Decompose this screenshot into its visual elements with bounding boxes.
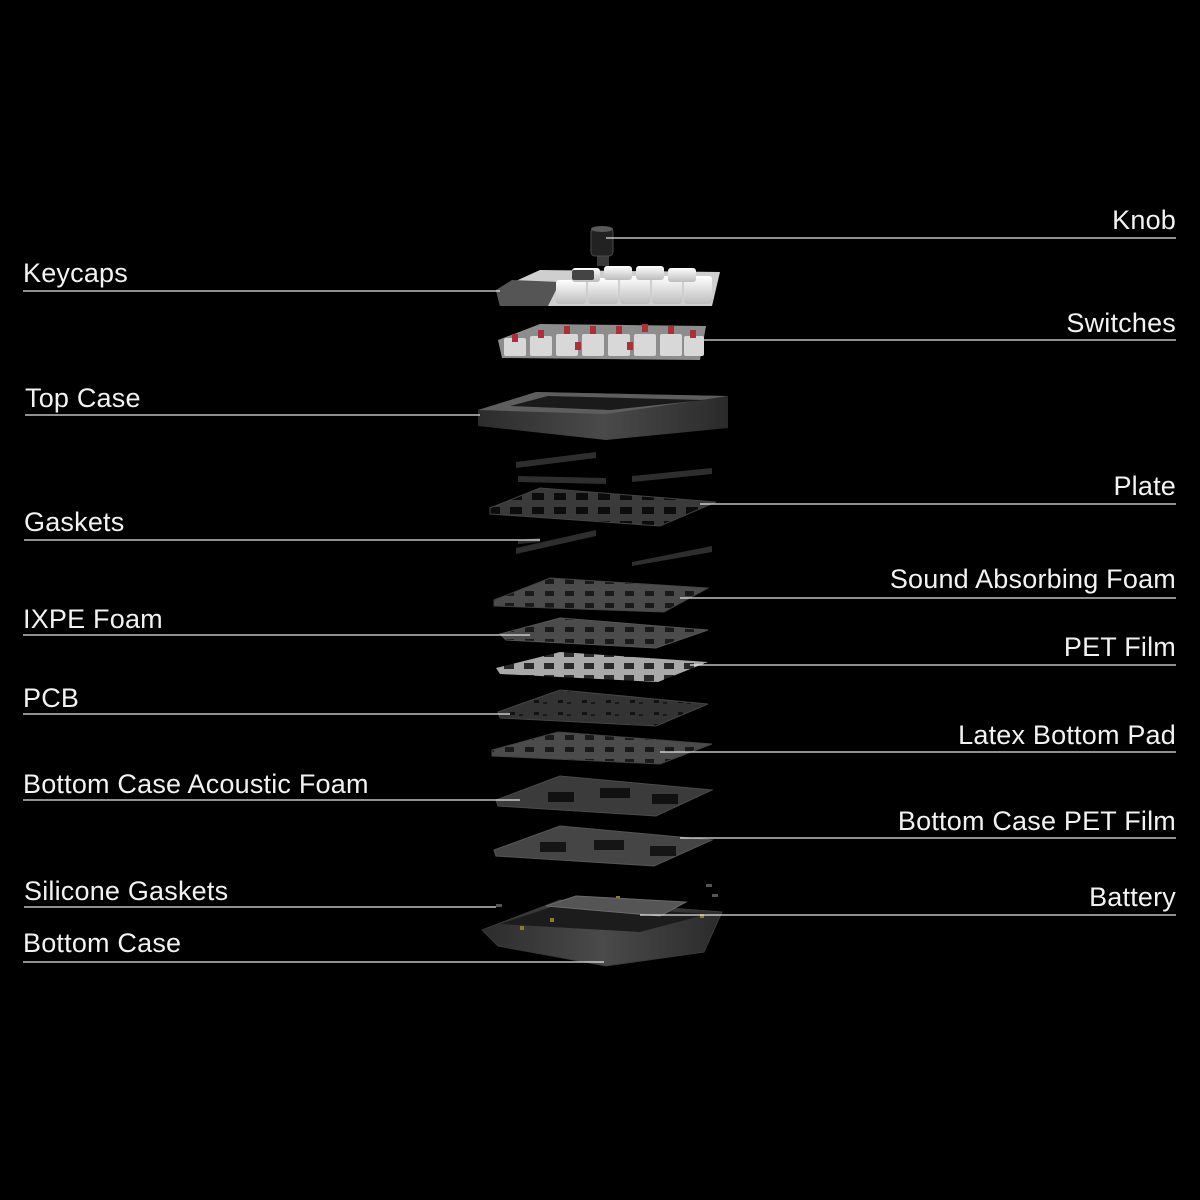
knob-part: [590, 226, 614, 266]
silicone-gaskets-part: [496, 884, 718, 907]
ixpe-foam-part: [499, 617, 709, 649]
keycaps-part: [496, 266, 720, 306]
leader-lines-right: [606, 237, 1176, 916]
gaskets-lower-part: [516, 530, 712, 566]
bottom-case-pet-film-part: [493, 825, 714, 867]
label-knob: Knob: [1112, 205, 1176, 235]
label-top-case: Top Case: [25, 383, 141, 413]
label-switches: Switches: [1066, 308, 1176, 338]
label-plate: Plate: [1113, 471, 1176, 501]
label-latex-bottom-pad: Latex Bottom Pad: [958, 720, 1176, 750]
label-bottom-case: Bottom Case: [23, 928, 182, 958]
pcb-part: [497, 689, 709, 727]
label-ixpe-foam: IXPE Foam: [23, 604, 163, 634]
sound-absorbing-foam-part: [493, 577, 710, 613]
switches-part: [498, 324, 706, 360]
label-bottom-case-pet-film: Bottom Case PET Film: [897, 806, 1176, 836]
label-bottom-case-acoustic-foam: Bottom Case Acoustic Foam: [23, 769, 369, 799]
gaskets-upper-part: [516, 452, 712, 484]
plate-part: [489, 487, 717, 527]
pet-film-part: [496, 652, 708, 682]
label-keycaps: Keycaps: [23, 258, 128, 288]
label-pet-film: PET Film: [1063, 632, 1176, 662]
label-silicone-gaskets: Silicone Gaskets: [24, 876, 229, 906]
latex-bottom-pad-part: [491, 731, 713, 765]
label-pcb: PCB: [23, 683, 80, 713]
battery-part: [545, 895, 688, 917]
bottom-case-acoustic-foam-part: [495, 775, 714, 817]
label-battery: Battery: [1089, 882, 1176, 912]
top-case-part: [478, 392, 728, 440]
leader-lines-left: [23, 290, 604, 963]
label-sound-absorbing-foam: Sound Absorbing Foam: [889, 564, 1176, 594]
label-gaskets: Gaskets: [24, 507, 125, 537]
